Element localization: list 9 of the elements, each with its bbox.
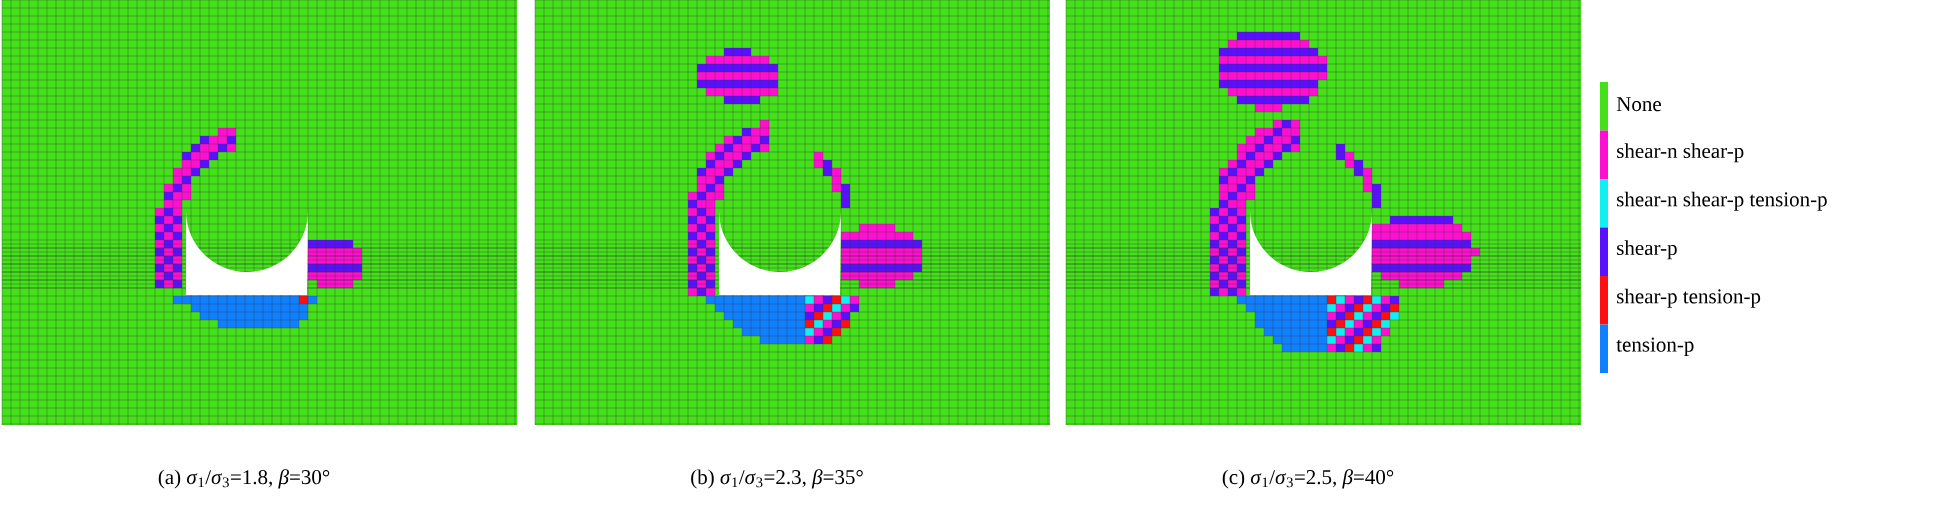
legend-label: shear-p tension-p <box>1617 288 1761 308</box>
legend-label: None <box>1616 97 1661 112</box>
legend-label: shear-p <box>1617 240 1677 260</box>
legend-label: shear-n shear-p tension-p <box>1617 191 1827 211</box>
caption: (b) σ$_{1}$/σ$_{3}$=2.3, β=35° <box>691 469 863 489</box>
caption: (c) σ$_{1}$/σ$_{3}$=2.5, β=40° <box>1222 469 1394 489</box>
legend-label: shear-n shear-p <box>1617 143 1744 163</box>
caption: (a) σ$_{1}$/σ$_{3}$=1.8, β=30° <box>158 469 330 489</box>
legend-label: tension-p <box>1616 337 1694 356</box>
